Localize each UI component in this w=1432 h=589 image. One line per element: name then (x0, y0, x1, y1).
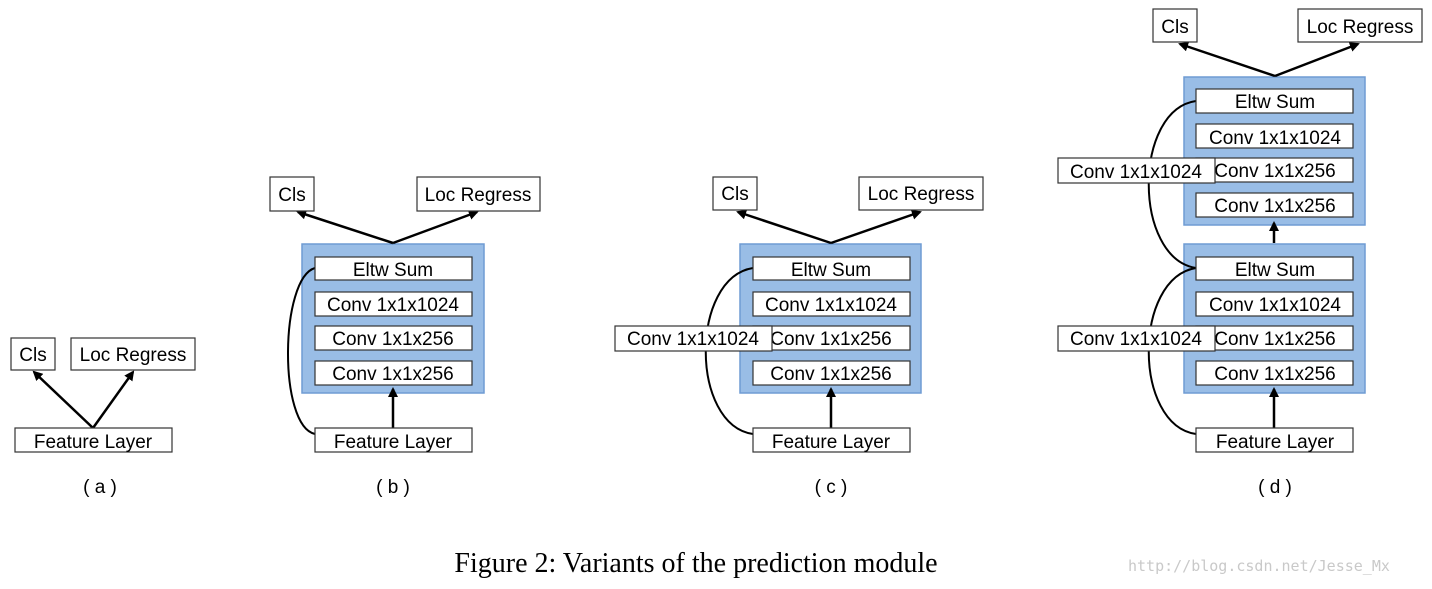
loc-regress-box (1297, 8, 1423, 43)
feature-layer-label: Feature Layer (34, 432, 153, 453)
arrow-to-loc (1274, 42, 1360, 78)
eltw-sum-label: Eltw Sum (1235, 260, 1315, 281)
feature-layer-box (14, 427, 173, 453)
conv-256-label: Conv 1x1x256 (332, 329, 453, 350)
conv-1024-box (752, 291, 911, 317)
conv-256-box (314, 325, 473, 351)
loc-regress-label: Loc Regress (425, 185, 532, 206)
cls-label: Cls (721, 184, 748, 205)
eltw-sum-box (752, 256, 911, 281)
variant-d: Cls Loc Regress Eltw Sum Conv 1x1x1024 C… (1057, 8, 1423, 498)
skip-conv-1024-box (614, 325, 773, 352)
loc-regress-label: Loc Regress (80, 345, 187, 366)
arrow-to-cls (296, 209, 394, 245)
eltw-sum-box (314, 256, 473, 281)
conv-1024-label: Conv 1x1x1024 (1209, 295, 1341, 316)
cls-box (712, 176, 758, 211)
cls-box (1152, 8, 1198, 43)
cls-box (269, 176, 315, 212)
loc-regress-label: Loc Regress (1307, 17, 1414, 38)
cls-box (10, 337, 56, 371)
eltw-sum-label: Eltw Sum (1235, 92, 1315, 113)
upper-skip-connection (1147, 100, 1197, 269)
skip-conv-1024-label: Conv 1x1x1024 (627, 329, 759, 350)
skip-conv-1024-label: Conv 1x1x1024 (1070, 162, 1202, 183)
loc-regress-box (70, 337, 196, 371)
eltw-sum-box (1195, 256, 1354, 281)
skip-conv-1024-label: Conv 1x1x1024 (1070, 329, 1202, 350)
arrow-to-cls (1178, 41, 1276, 78)
feature-layer-box (314, 427, 473, 453)
feature-layer-label: Feature Layer (334, 432, 453, 453)
subfigure-label-c: ( c ) (815, 477, 848, 498)
conv-256-box (752, 325, 911, 351)
subfigure-label-a: ( a ) (83, 477, 117, 498)
conv-256-label: Conv 1x1x256 (1214, 364, 1335, 385)
loc-regress-label: Loc Regress (868, 184, 975, 205)
subfigure-label-b: ( b ) (376, 477, 410, 498)
conv-1024-box (1195, 291, 1354, 317)
conv-1024-label: Conv 1x1x1024 (1209, 128, 1341, 149)
conv-256-label: Conv 1x1x256 (1214, 329, 1335, 350)
conv-256-label: Conv 1x1x256 (1214, 161, 1335, 182)
feature-layer-label: Feature Layer (772, 432, 891, 453)
skip-conv-1024-box (1057, 157, 1216, 184)
conv-256-label: Conv 1x1x256 (770, 364, 891, 385)
skip-connection (287, 267, 316, 435)
conv-1024-label: Conv 1x1x1024 (765, 295, 897, 316)
conv-256-box (1195, 325, 1354, 351)
arrow-to-loc (392, 210, 479, 245)
cls-label: Cls (1161, 17, 1188, 38)
eltw-sum-label: Eltw Sum (791, 260, 871, 281)
watermark: http://blog.csdn.net/Jesse_Mx (1128, 557, 1390, 575)
feature-layer-box (1195, 427, 1354, 453)
conv-1024-box (1195, 123, 1354, 149)
eltw-sum-box (1195, 88, 1354, 114)
skip-conv-1024-box (1057, 325, 1216, 352)
conv-1024-box (314, 291, 473, 317)
loc-regress-box (416, 176, 541, 212)
feature-layer-label: Feature Layer (1216, 432, 1335, 453)
cls-label: Cls (278, 185, 305, 206)
loc-regress-box (858, 176, 984, 211)
conv-256-box (314, 360, 473, 386)
conv-256-label: Conv 1x1x256 (770, 329, 891, 350)
cls-label: Cls (19, 345, 46, 366)
conv-256-box (1195, 157, 1354, 183)
arrow-to-loc (830, 209, 922, 245)
variant-b: Cls Loc Regress Eltw Sum Conv 1x1x1024 C… (269, 176, 541, 498)
arrow-to-loc (91, 370, 135, 429)
conv-256-label: Conv 1x1x256 (1214, 196, 1335, 217)
feature-layer-box (752, 427, 911, 453)
arrow-to-cls (32, 370, 94, 429)
variant-a: Cls Loc Regress Feature Layer ( a ) (10, 337, 196, 498)
conv-256-label: Conv 1x1x256 (332, 364, 453, 385)
conv-256-box (752, 360, 911, 386)
conv-1024-label: Conv 1x1x1024 (327, 295, 459, 316)
arrow-to-cls (736, 209, 832, 245)
eltw-sum-label: Eltw Sum (353, 260, 433, 281)
subfigure-label-d: ( d ) (1258, 477, 1292, 498)
conv-256-box (1195, 360, 1354, 386)
conv-256-box (1195, 192, 1354, 218)
figure-caption: Figure 2: Variants of the prediction mod… (454, 548, 938, 579)
variant-c: Cls Loc Regress Eltw Sum Conv 1x1x1024 C… (614, 176, 984, 498)
